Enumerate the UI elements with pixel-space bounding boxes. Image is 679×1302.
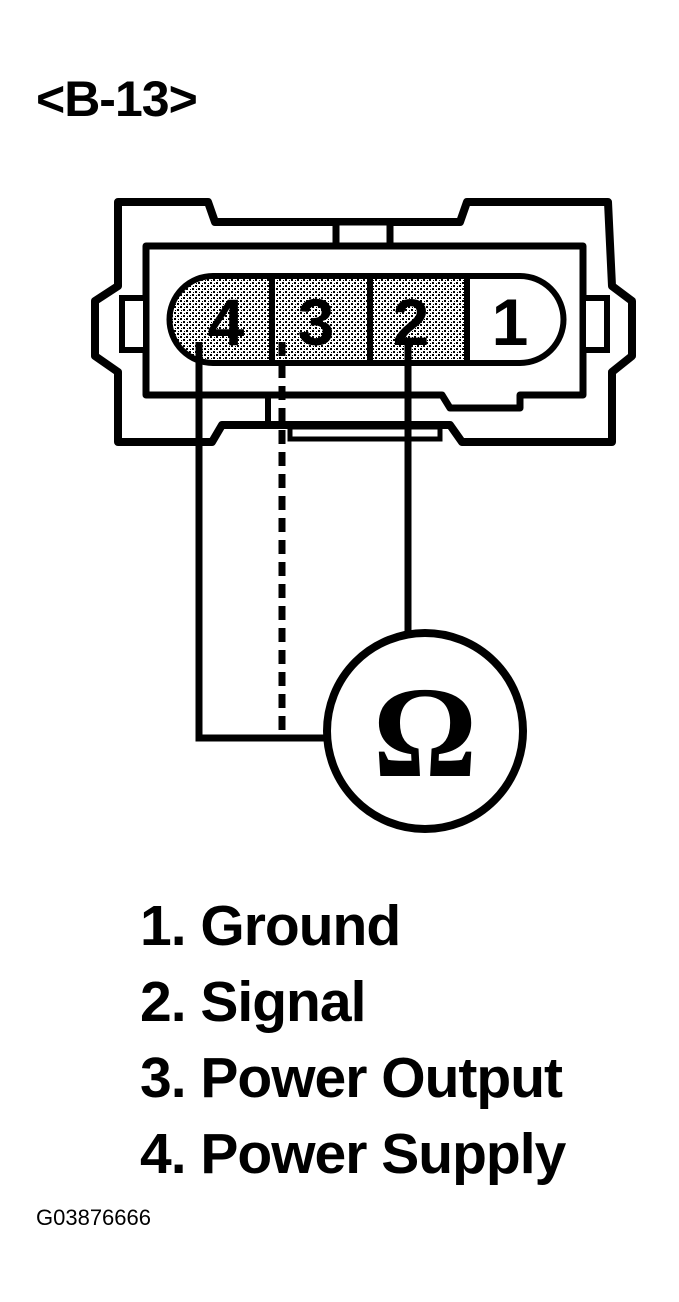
pin-label-1: 1 bbox=[492, 285, 529, 359]
pin-cavity-1 bbox=[464, 273, 567, 366]
pin-cavity-4 bbox=[166, 273, 275, 366]
figure-code: G03876666 bbox=[36, 1205, 151, 1230]
connector-id: <B-13> bbox=[36, 71, 198, 127]
legend-item-3: 3. Power Output bbox=[140, 1046, 563, 1110]
left-latch bbox=[119, 295, 149, 353]
right-latch bbox=[580, 295, 610, 353]
connector-top-tab bbox=[332, 218, 394, 248]
legend-item-2: 2. Signal bbox=[140, 970, 366, 1034]
legend-item-1: 1. Ground bbox=[140, 894, 401, 958]
legend-item-4: 4. Power Supply bbox=[140, 1122, 566, 1186]
guide-rail bbox=[287, 424, 443, 442]
ohmmeter-circle bbox=[323, 629, 527, 833]
pin-label-4: 4 bbox=[208, 285, 245, 359]
pin-row: 4 3 2 1 bbox=[166, 273, 567, 366]
pin-legend: 1. Ground 2. Signal 3. Power Output 4. P… bbox=[140, 888, 566, 1192]
pin-label-3: 3 bbox=[298, 285, 335, 359]
ohmmeter: Ω bbox=[323, 629, 527, 833]
pin-cavity-2 bbox=[367, 273, 470, 366]
wire-pin-4 bbox=[195, 342, 325, 742]
ohm-symbol: Ω bbox=[373, 661, 477, 805]
pin-cavity-3 bbox=[269, 273, 373, 366]
